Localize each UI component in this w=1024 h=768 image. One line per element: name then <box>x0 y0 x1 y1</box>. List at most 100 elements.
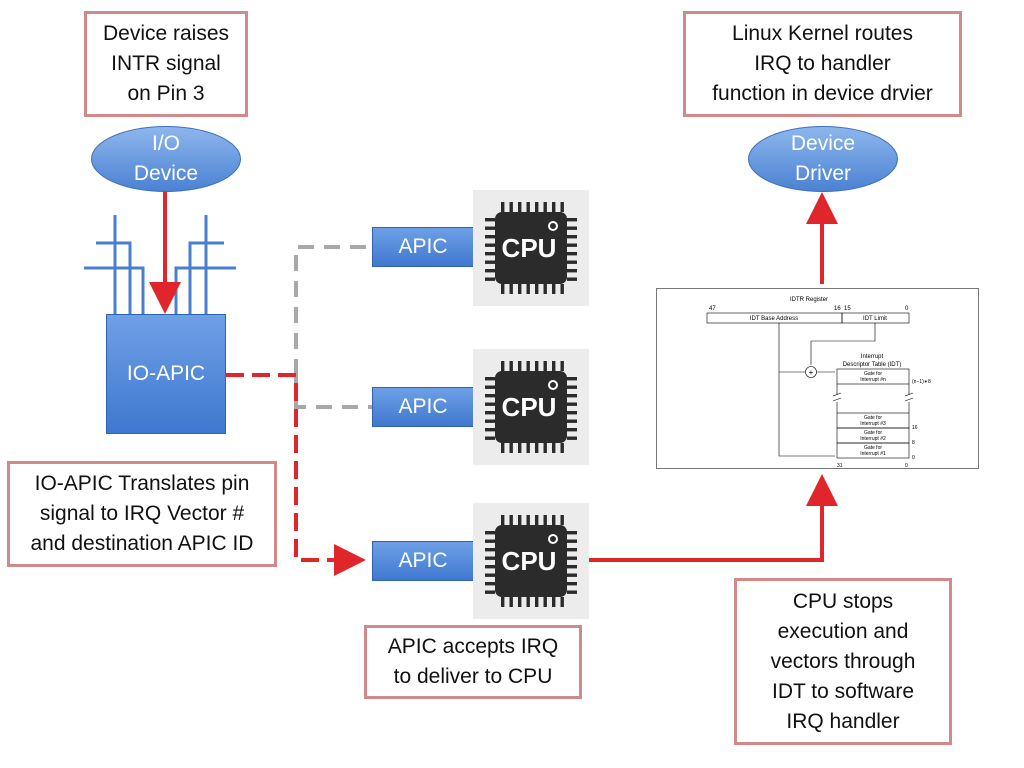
gate-offset: 0 <box>912 455 915 461</box>
device-driver-node: Device Driver <box>748 126 898 192</box>
cpu-pin <box>552 202 556 212</box>
cpu-pin <box>501 515 505 525</box>
apic-box: APIC <box>372 227 474 267</box>
gate-label: Gate for <box>864 371 882 377</box>
bit-label: 47 <box>709 306 716 312</box>
cpu-pin <box>567 377 577 381</box>
cpu-pin <box>567 235 577 239</box>
cpu-pin <box>485 419 495 423</box>
cpu-pin <box>485 539 495 543</box>
gate-label: Interrupt #3 <box>860 421 886 427</box>
cpu-pin <box>526 202 530 212</box>
cpu-chip-icon: CPU <box>473 190 589 306</box>
antenna-lines-icon <box>84 215 236 315</box>
adder-plus: + <box>809 368 814 377</box>
cpu-pin <box>485 252 495 256</box>
apic-box: APIC <box>372 387 474 427</box>
cpu-pin <box>526 597 530 607</box>
gate-label: Gate for <box>864 445 882 451</box>
cpu-pin <box>567 556 577 560</box>
callout-line: IDT to software <box>772 679 914 703</box>
idt-limit-field <box>841 312 910 324</box>
callout-line: function in device drvier <box>712 82 933 105</box>
cpu-pin <box>567 428 577 432</box>
gate-label: Gate for <box>864 415 882 421</box>
gate-label: Interrupt #n <box>860 377 886 383</box>
cpu-pin <box>509 597 513 607</box>
cpu-pin <box>485 556 495 560</box>
callout-kernel-routes: Linux Kernel routes IRQ to handler funct… <box>683 11 962 117</box>
callout-line: Device raises <box>102 22 230 45</box>
gate-offset: 8 <box>912 440 915 446</box>
idt-table-title: Interrupt <box>861 354 884 360</box>
cpu-pin <box>485 428 495 432</box>
cpu-pin <box>535 361 539 371</box>
cpu-pin <box>560 284 564 294</box>
cpu-pin <box>535 202 539 212</box>
callout-line: IO-APIC Translates pin <box>34 472 250 495</box>
cpu-pin <box>567 260 577 264</box>
cpu-pin <box>543 202 547 212</box>
cpu-pin <box>567 243 577 247</box>
gate-label: Interrupt #2 <box>860 436 886 442</box>
cpu-chip-label: CPU <box>502 546 557 576</box>
cpu-pin <box>509 443 513 453</box>
cpu-pin <box>552 284 556 294</box>
cpu-chip-label: CPU <box>502 233 557 263</box>
cpu-pin <box>501 202 505 212</box>
callout-line: to deliver to CPU <box>393 665 553 688</box>
idt-table-title: Descriptor Table (IDT) <box>843 362 902 368</box>
callout-line: and destination APIC ID <box>30 532 254 555</box>
callout-line: on Pin 3 <box>127 82 205 105</box>
cpu-pin <box>485 548 495 552</box>
bit-label: 31 <box>837 463 843 469</box>
cpu-pin <box>485 377 495 381</box>
io-apic-box: IO-APIC <box>106 314 226 434</box>
cpu-pin <box>535 597 539 607</box>
dashed-route-apic-1 <box>294 245 372 375</box>
cpu-pin <box>567 582 577 586</box>
callout-line: INTR signal <box>111 52 221 75</box>
cpu-pin <box>567 226 577 230</box>
cpu-pin <box>567 548 577 552</box>
cpu-pin <box>518 515 522 525</box>
callout-line: IRQ handler <box>786 709 900 733</box>
cpu-chip-icon: CPU <box>485 361 577 453</box>
cpu-pin <box>485 590 495 594</box>
cpu-pin <box>485 269 495 273</box>
callout-line: signal to IRQ Vector # <box>39 502 245 525</box>
cpu-pin <box>543 443 547 453</box>
cpu-pin <box>518 202 522 212</box>
cpu-pin <box>552 443 556 453</box>
callout-line: IRQ to handler <box>754 52 891 75</box>
cpu-pin <box>518 284 522 294</box>
cpu-chip-icon: CPU <box>473 503 589 619</box>
cpu-pin <box>552 515 556 525</box>
cpu-pin <box>535 443 539 453</box>
cpu-pin <box>567 277 577 281</box>
cpu-pin <box>485 394 495 398</box>
cpu-pin <box>552 361 556 371</box>
cpu-chip-icon: CPU <box>485 515 577 607</box>
cpu-pin <box>526 284 530 294</box>
cpu-pin <box>485 402 495 406</box>
bit-label: 15 <box>844 306 851 312</box>
cpu-pin <box>509 361 513 371</box>
cpu-pin <box>567 385 577 389</box>
cpu-pin <box>485 277 495 281</box>
gate-offset: 16 <box>912 425 918 431</box>
cpu-pin <box>567 252 577 256</box>
callout-apic-accepts: APIC accepts IRQ to deliver to CPU <box>364 625 582 699</box>
cpu-pin <box>501 284 505 294</box>
cpu-pin <box>501 443 505 453</box>
cpu-pin <box>543 361 547 371</box>
idtr-register-title: IDTR Register <box>790 297 828 303</box>
gate-label: Interrupt #1 <box>860 451 886 457</box>
cpu-pin <box>501 597 505 607</box>
cpu-pin <box>567 394 577 398</box>
cpu-pin <box>567 436 577 440</box>
node-label: Device <box>790 132 856 155</box>
cpu-pin <box>560 597 564 607</box>
cpu-pin <box>567 565 577 569</box>
callout-line: execution and <box>777 619 909 643</box>
